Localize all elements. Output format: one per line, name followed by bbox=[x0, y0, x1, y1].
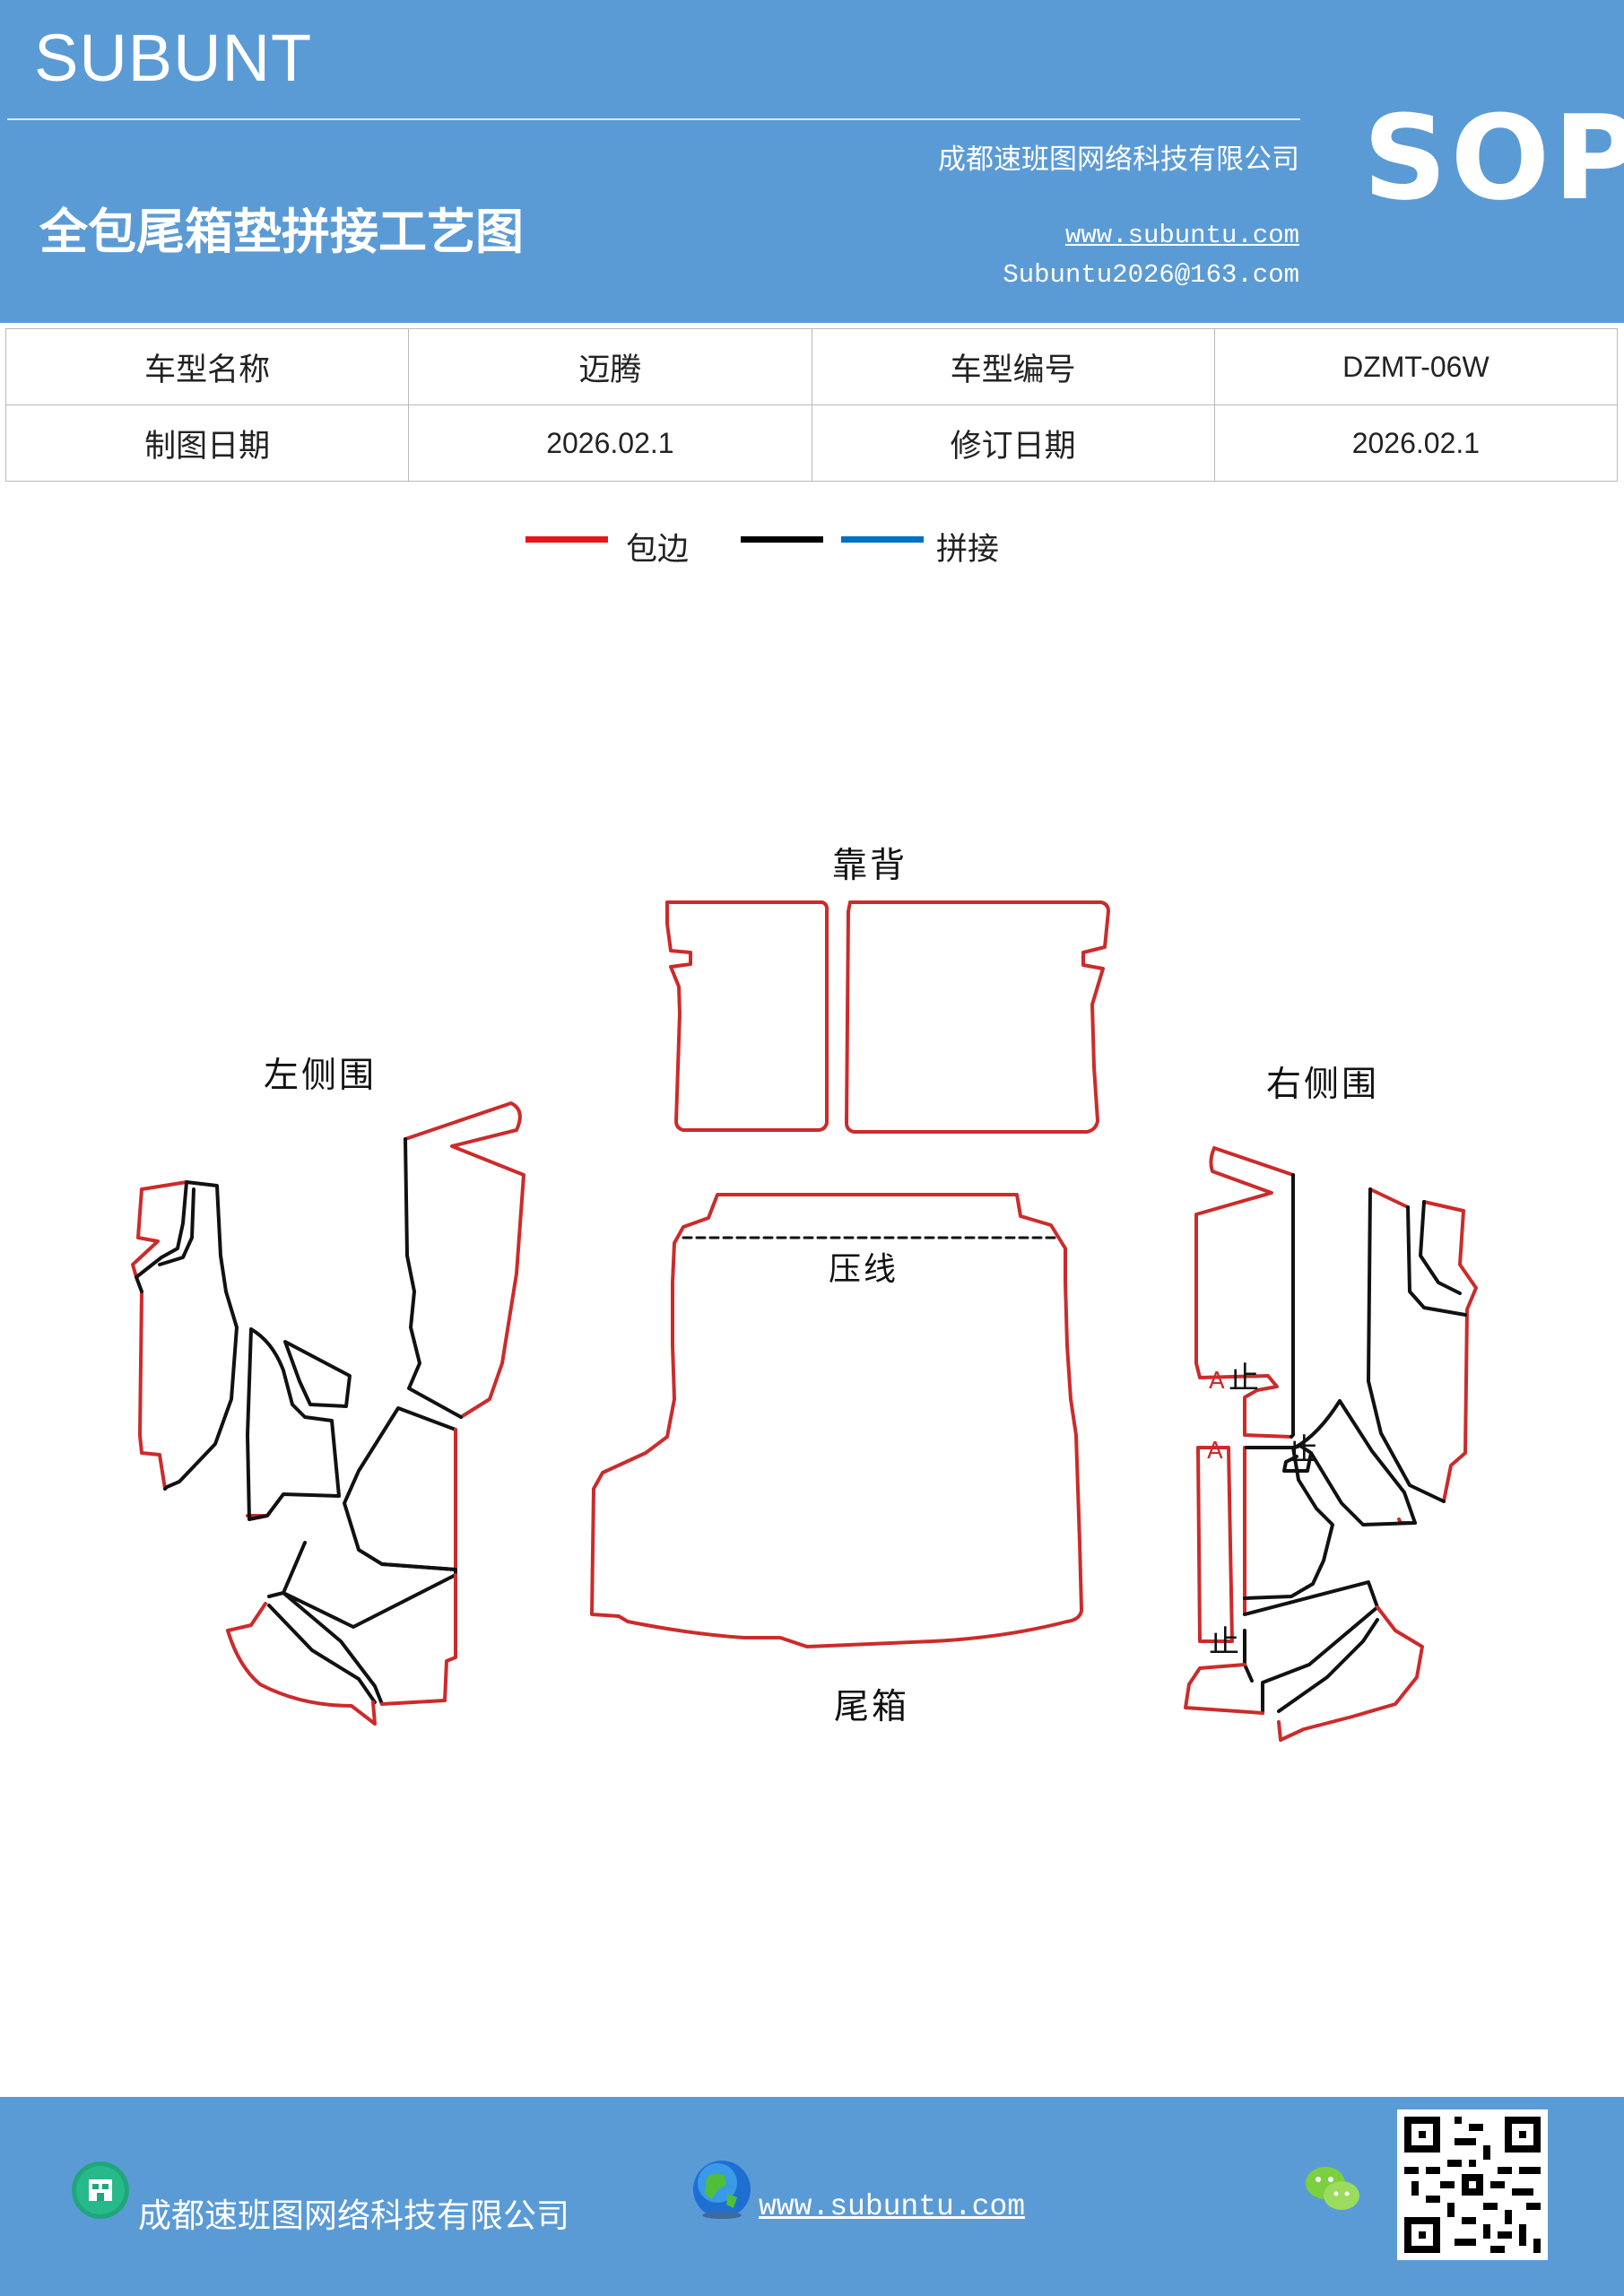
label-trunk: 尾箱 bbox=[834, 1687, 910, 1727]
header-divider bbox=[7, 118, 1300, 120]
label-backrest: 靠背 bbox=[832, 846, 908, 886]
globe-icon bbox=[693, 2161, 751, 2219]
left-side-seam-a bbox=[135, 1137, 463, 1491]
table-row: 车型名称 迈腾 车型编号 DZMT-06W bbox=[4, 328, 1619, 405]
mark-a-lower: A bbox=[1207, 1438, 1223, 1465]
legend-swatch-blue bbox=[841, 536, 924, 543]
sop-badge: SOP bbox=[1363, 90, 1624, 226]
left-side-seam-d bbox=[267, 1541, 457, 1706]
company-name: 成都速班图网络科技有限公司 bbox=[938, 144, 1299, 176]
left-side-edge-a bbox=[131, 1101, 525, 1518]
mark-stop-1: 止 bbox=[1229, 1361, 1259, 1396]
table-cell: 2026.02.1 bbox=[408, 404, 812, 482]
qr-code bbox=[1397, 2109, 1548, 2260]
right-side-seam-a bbox=[1290, 1173, 1467, 1503]
left-side-seam-b bbox=[246, 1327, 352, 1521]
table-cell: 车型编号 bbox=[811, 328, 1215, 405]
email-address: Subuntu2026@163.com bbox=[1003, 260, 1299, 290]
footer-website-link[interactable]: www.subuntu.com bbox=[759, 2190, 1026, 2223]
backrest-left-panel bbox=[665, 900, 829, 1132]
legend: 包边 拼接 bbox=[0, 529, 1624, 574]
stop-marks: 止 止 止 bbox=[1209, 1361, 1318, 1660]
mark-stop-2: 止 bbox=[1288, 1432, 1318, 1468]
table-cell: 修订日期 bbox=[811, 404, 1215, 482]
table-row: 制图日期 2026.02.1 修订日期 2026.02.1 bbox=[4, 404, 1619, 482]
right-side-seam-c bbox=[1243, 1446, 1334, 1600]
legend-swatch-red bbox=[525, 536, 608, 543]
info-table: 车型名称 迈腾 车型编号 DZMT-06W 制图日期 2026.02.1 修订日… bbox=[4, 328, 1619, 482]
legend-swatch-black bbox=[741, 536, 823, 543]
wechat-icon bbox=[1306, 2167, 1359, 2210]
left-side-seam-c bbox=[343, 1406, 457, 1571]
table-cell: 制图日期 bbox=[4, 404, 410, 482]
document-title: 全包尾箱垫拼接工艺图 bbox=[39, 203, 524, 260]
legend-label-edge: 包边 bbox=[626, 532, 690, 568]
table-cell: 迈腾 bbox=[408, 328, 812, 405]
table-cell: DZMT-06W bbox=[1213, 328, 1619, 405]
building-icon bbox=[72, 2161, 129, 2219]
legend-label-seam: 拼接 bbox=[936, 532, 1000, 568]
trunk-panel bbox=[590, 1193, 1083, 1648]
left-side-edge-d bbox=[226, 1573, 457, 1726]
header-banner: SUBUNT 成都速班图网络科技有限公司 全包尾箱垫拼接工艺图 www.subu… bbox=[0, 0, 1624, 323]
footer-banner: 成都速班图网络科技有限公司 www.subuntu.com bbox=[0, 2097, 1624, 2296]
qr-code-icon bbox=[1397, 2109, 1548, 2260]
mark-stop-3: 止 bbox=[1209, 1624, 1239, 1660]
footer-company: 成都速班图网络科技有限公司 bbox=[138, 2196, 569, 2235]
table-cell: 车型名称 bbox=[4, 328, 410, 405]
right-side-edge-b bbox=[1196, 1446, 1246, 1643]
label-left-side: 左侧围 bbox=[264, 1056, 378, 1096]
label-right-side: 右侧围 bbox=[1266, 1065, 1380, 1105]
label-crease: 压线 bbox=[829, 1251, 899, 1288]
backrest-right-panel bbox=[845, 900, 1110, 1134]
right-side-edge-d bbox=[1184, 1605, 1424, 1742]
website-link[interactable]: www.subuntu.com bbox=[1064, 221, 1299, 250]
brand-name: SUBUNT bbox=[34, 21, 313, 95]
right-side-edge-a bbox=[1194, 1146, 1478, 1525]
table-cell: 2026.02.1 bbox=[1213, 404, 1619, 482]
mark-a-upper: A bbox=[1209, 1368, 1225, 1395]
right-side-seam-d bbox=[1243, 1580, 1379, 1715]
right-side-seam-b bbox=[1282, 1399, 1417, 1526]
marks: A A bbox=[1207, 1368, 1225, 1465]
